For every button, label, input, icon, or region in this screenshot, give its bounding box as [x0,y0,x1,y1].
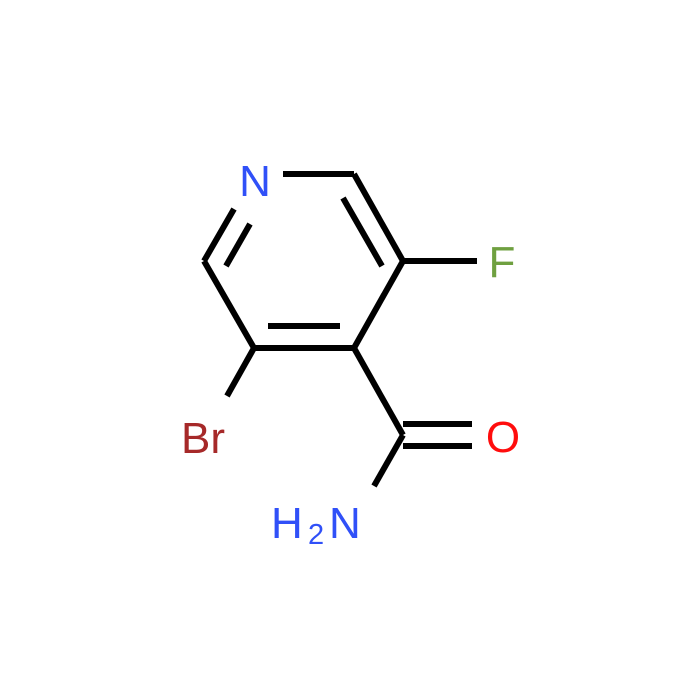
atom-oxygen: O [486,413,520,462]
bond-c6-n [201,207,237,263]
bond-c4-carbonyl [351,346,406,437]
atom-amine-subscript: 2 [308,519,324,551]
atom-fluorine: F [489,238,516,287]
bond-carbonyl-n [371,433,406,488]
atom-amine-group: H 2 N [271,499,361,551]
atom-bromine: Br [181,414,225,463]
bond-c5-c6 [201,259,257,350]
atom-nitrogen: N [239,157,271,206]
bond-c2-c3 [351,172,406,263]
bond-c5-br [224,346,257,398]
atom-amine-hydrogen: H [271,499,303,548]
bonds [201,171,477,488]
bond-c3-c4 [351,259,406,350]
bond-c6-n-inner [223,222,253,268]
atom-labels: N F O Br H 2 N [181,157,520,551]
atom-amine-nitrogen: N [329,499,361,548]
bond-c2-c3-inner [340,196,385,268]
